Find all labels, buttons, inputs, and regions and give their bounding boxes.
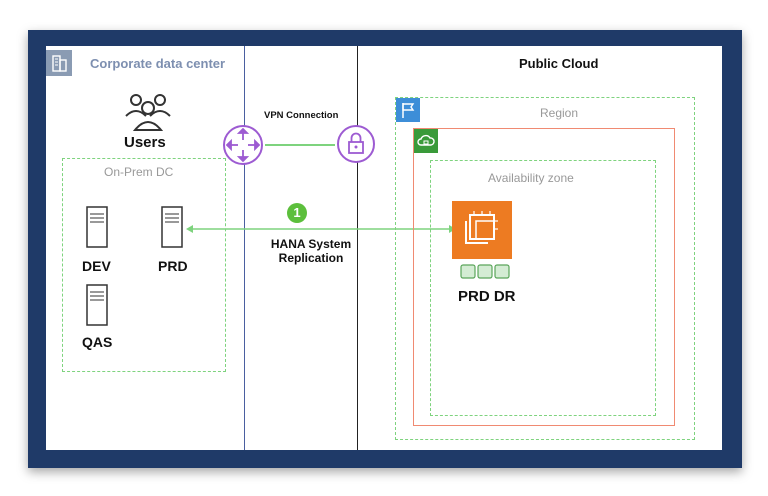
server-icon	[86, 206, 108, 248]
ec2-instance-icon	[452, 201, 512, 259]
region-flag-icon	[396, 98, 420, 122]
ebs-volumes-icon	[460, 263, 510, 279]
building-icon	[46, 50, 72, 76]
vpn-link	[265, 144, 335, 146]
vpn-gateway-lock-icon	[336, 124, 376, 164]
router-icon	[222, 124, 264, 166]
diagram-canvas	[46, 46, 722, 450]
onprem-title: On-Prem DC	[104, 165, 174, 179]
az-box	[430, 160, 656, 416]
step-badge: 1	[287, 203, 307, 223]
region-title: Region	[540, 106, 579, 120]
corporate-title: Corporate data center	[90, 56, 226, 71]
users-icon	[122, 90, 174, 134]
server-label-qas: QAS	[82, 334, 113, 350]
server-label-dev: DEV	[82, 258, 111, 274]
vpc-box	[413, 128, 675, 426]
onprem-dc-box	[62, 158, 226, 372]
region-box	[395, 97, 695, 440]
replication-label-line1: HANA System	[270, 237, 352, 251]
vpn-label: VPN Connection	[264, 110, 339, 121]
cloud-boundary-line	[357, 46, 358, 450]
prd-dr-label: PRD DR	[458, 288, 516, 305]
az-title: Availability zone	[488, 171, 574, 185]
vpc-cloud-icon	[414, 129, 438, 153]
server-label-prd: PRD	[158, 258, 188, 274]
replication-label: HANA System Replication	[265, 237, 357, 265]
corporate-boundary-line	[244, 46, 245, 450]
public-cloud-title: Public Cloud	[519, 56, 599, 71]
server-icon	[86, 284, 108, 326]
replication-label-line2: Replication	[278, 251, 344, 265]
users-label: Users	[124, 134, 166, 151]
server-icon	[161, 206, 183, 248]
